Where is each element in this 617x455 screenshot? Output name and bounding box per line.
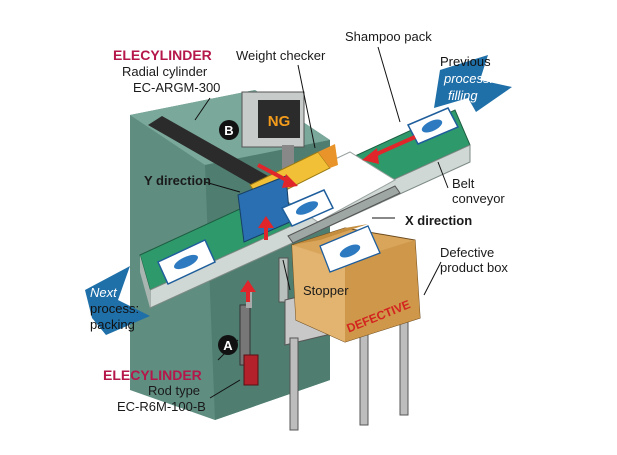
cylinder-b-model: EC-ARGM-300	[133, 80, 220, 95]
cylinder-a-brand: ELECYLINDER	[103, 367, 202, 383]
marker-a-text: A	[223, 338, 233, 353]
x-direction-label: X direction	[405, 213, 472, 228]
shampoo-pack-2	[280, 189, 335, 227]
belt-conveyor-label-2: conveyor	[452, 191, 505, 206]
arm-rail	[287, 185, 401, 244]
leader-lines	[194, 46, 449, 399]
next-process-line1: Next	[90, 285, 118, 300]
cylinder-a-type: Rod type	[148, 383, 200, 398]
ng-display	[241, 91, 305, 185]
ng-display-text: NG	[268, 113, 291, 130]
cylinder-b-type: Radial cylinder	[122, 64, 208, 79]
defective-product-box	[284, 224, 421, 431]
marker-a-circle	[218, 335, 238, 355]
cylinder-a-model: EC-R6M-100-B	[117, 399, 206, 414]
next-process-arrow	[85, 266, 150, 335]
next-process-line3: packing	[90, 317, 135, 332]
previous-process-line1: Previous	[440, 54, 491, 69]
next-process-line2: process:	[90, 301, 139, 316]
marker-b-text: B	[224, 123, 233, 138]
stopper-block	[237, 175, 291, 303]
y-direction-label: Y direction	[144, 173, 211, 188]
red-arrows	[240, 135, 416, 302]
shampoo-pack-1	[157, 238, 216, 286]
belt-conveyor-label-1: Belt	[452, 176, 475, 191]
defective-box-label-1: Defective	[440, 245, 494, 260]
previous-process-arrow	[434, 55, 512, 112]
previous-process-line2: process:	[443, 71, 494, 86]
stopper-label: Stopper	[303, 283, 349, 298]
defective-box-label-2: product box	[440, 260, 508, 275]
shampoo-pack-label: Shampoo pack	[345, 29, 432, 44]
previous-process-line3: filling	[448, 88, 478, 103]
orange-flap	[318, 144, 338, 168]
weight-checker-label: Weight checker	[236, 48, 326, 63]
marker-b-circle	[219, 120, 239, 140]
cylinder-b-brand: ELECYLINDER	[113, 47, 212, 63]
